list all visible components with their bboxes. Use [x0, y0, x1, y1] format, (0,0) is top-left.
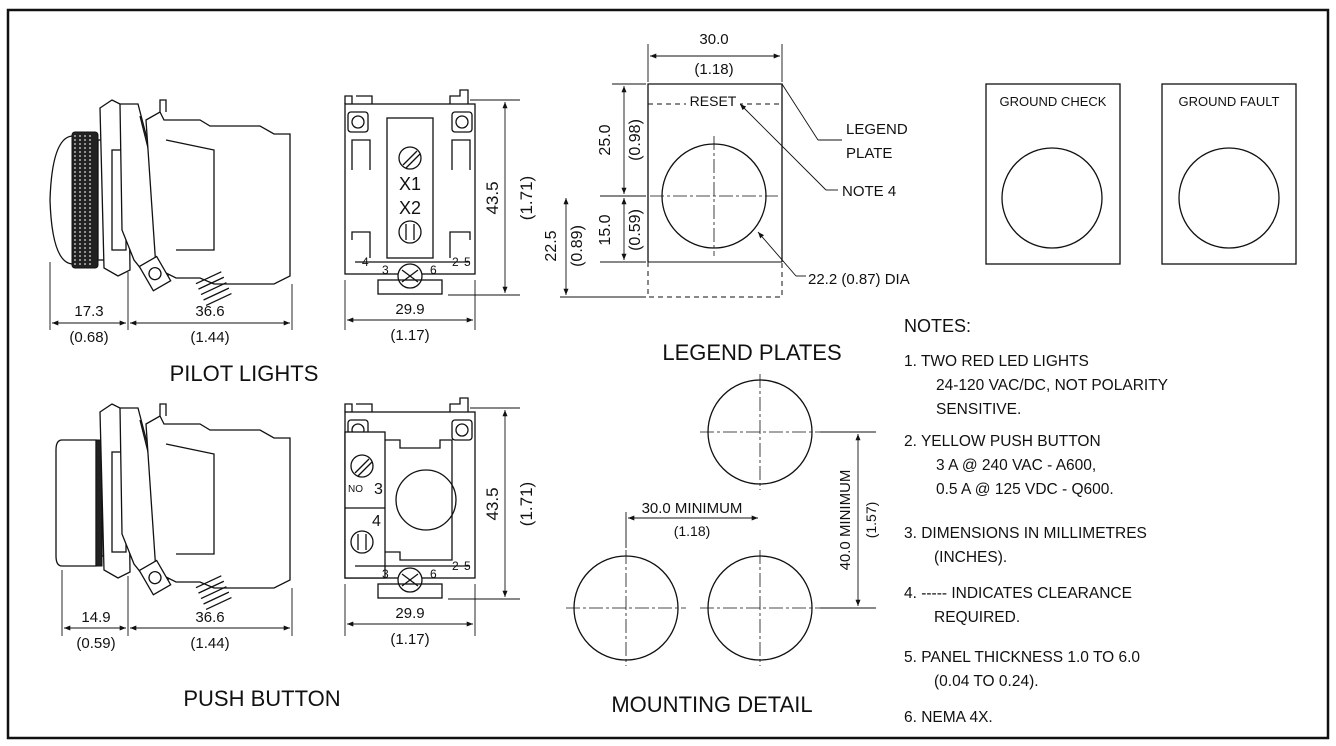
legend-height-top: 25.0	[597, 124, 614, 155]
ground-fault-plate	[1161, 83, 1297, 265]
push-rear-width-in: (1.17)	[390, 631, 429, 648]
pilot-dim-b: 36.6	[195, 303, 224, 320]
pilot-rear-height-in: (1.71)	[517, 176, 536, 220]
note-5-line-1: 5. PANEL THICKNESS 1.0 TO 6.0	[904, 649, 1140, 666]
legend-height-total-in: (0.89)	[569, 225, 586, 267]
push-pin-3: 3	[382, 567, 389, 581]
mounting-min-vertical: 40.0 MINIMUM	[837, 470, 854, 571]
push-pin-5: 5	[464, 559, 471, 573]
note-3-line-2: (INCHES).	[934, 549, 1007, 566]
mounting-min-vertical-in: (1.57)	[863, 502, 879, 539]
push-terminal-4: 4	[372, 513, 381, 530]
notes-block: NOTES: 1. TWO RED LED LIGHTS 24-120 VAC/…	[904, 316, 1168, 726]
push-pin-6: 6	[430, 567, 437, 581]
pilot-pin-6: 6	[430, 263, 437, 277]
pilot-side-dimensions	[49, 262, 293, 330]
push-rear-view	[344, 397, 476, 599]
legend-plate-label-2: PLATE	[846, 145, 892, 162]
ground-fault-label: GROUND FAULT	[1179, 94, 1280, 109]
pilot-pin-4: 4	[362, 255, 369, 269]
push-rear-width: 29.9	[395, 605, 424, 622]
pilot-dim-b-in: (1.44)	[190, 329, 229, 346]
push-terminal-3: 3	[374, 481, 383, 498]
pilot-rear-height: 43.5	[483, 181, 502, 214]
pilot-light-side-view	[49, 99, 291, 307]
mounting-min-horizontal-in: (1.18)	[674, 523, 711, 539]
caption-legend-plates: LEGEND PLATES	[662, 340, 841, 365]
pilot-terminal-x2: X2	[399, 198, 421, 218]
legend-plate-drawing	[560, 44, 827, 298]
legend-reset-text: RESET	[690, 93, 737, 109]
drawing-border	[6, 8, 1330, 740]
mounting-detail-drawing	[566, 374, 876, 666]
pilot-terminal-x1: X1	[399, 174, 421, 194]
ground-check-plate	[985, 83, 1121, 265]
pilot-rear-width: 29.9	[395, 301, 424, 318]
push-dim-a: 14.9	[81, 609, 110, 626]
pilot-pin-3: 3	[382, 263, 389, 277]
legend-height-bottom-in: (0.59)	[627, 209, 644, 251]
pilot-dim-a: 17.3	[74, 303, 103, 320]
legend-height-bottom: 15.0	[597, 214, 614, 245]
pilot-dim-a-in: (0.68)	[69, 329, 108, 346]
push-dim-b-in: (1.44)	[190, 635, 229, 652]
push-dim-a-in: (0.59)	[76, 635, 115, 652]
note-2-line-1: 2. YELLOW PUSH BUTTON	[904, 433, 1101, 450]
note-1-line-2: 24-120 VAC/DC, NOT POLARITY	[936, 377, 1168, 394]
legend-height-top-in: (0.98)	[627, 119, 644, 161]
note-1-line-3: SENSITIVE.	[936, 401, 1021, 418]
legend-width: 30.0	[699, 31, 728, 48]
notes-title: NOTES:	[904, 316, 971, 336]
legend-width-in: (1.18)	[694, 61, 733, 78]
pilot-rear-view	[344, 89, 476, 295]
caption-mounting-detail: MOUNTING DETAIL	[611, 692, 812, 717]
legend-plate-label-1: LEGEND	[846, 121, 908, 138]
note-6: 6. NEMA 4X.	[904, 709, 993, 726]
pilot-rear-dimensions	[344, 99, 520, 330]
push-rear-height-in: (1.71)	[517, 482, 536, 526]
legend-note4-label: NOTE 4	[842, 183, 896, 200]
push-rear-height: 43.5	[483, 487, 502, 520]
note-2-line-3: 0.5 A @ 125 VDC - Q600.	[936, 481, 1114, 498]
ground-check-label: GROUND CHECK	[1000, 94, 1107, 109]
mounting-min-horizontal: 30.0 MINIMUM	[642, 500, 743, 517]
pilot-pin-2: 2	[452, 255, 459, 269]
note-4-line-2: REQUIRED.	[934, 609, 1020, 626]
push-dim-b: 36.6	[195, 609, 224, 626]
push-rear-dimensions	[344, 407, 520, 636]
caption-push-button: PUSH BUTTON	[183, 686, 340, 711]
note-1-line-1: 1. TWO RED LED LIGHTS	[904, 353, 1089, 370]
push-no-label: NO	[348, 484, 363, 495]
push-button-side-view	[55, 403, 291, 611]
caption-pilot-lights: PILOT LIGHTS	[170, 361, 319, 386]
note-5-line-2: (0.04 TO 0.24).	[934, 673, 1039, 690]
pilot-rear-width-in: (1.17)	[390, 327, 429, 344]
pilot-pin-5: 5	[464, 255, 471, 269]
legend-height-total: 22.5	[543, 230, 560, 261]
note-3-line-1: 3. DIMENSIONS IN MILLIMETRES	[904, 525, 1147, 542]
note-2-line-2: 3 A @ 240 VAC - A600,	[936, 457, 1096, 474]
push-side-dimensions	[61, 570, 293, 636]
push-pin-2: 2	[452, 559, 459, 573]
legend-diameter: 22.2 (0.87) DIA	[808, 271, 910, 288]
note-4-line-1: 4. ----- INDICATES CLEARANCE	[904, 585, 1132, 602]
